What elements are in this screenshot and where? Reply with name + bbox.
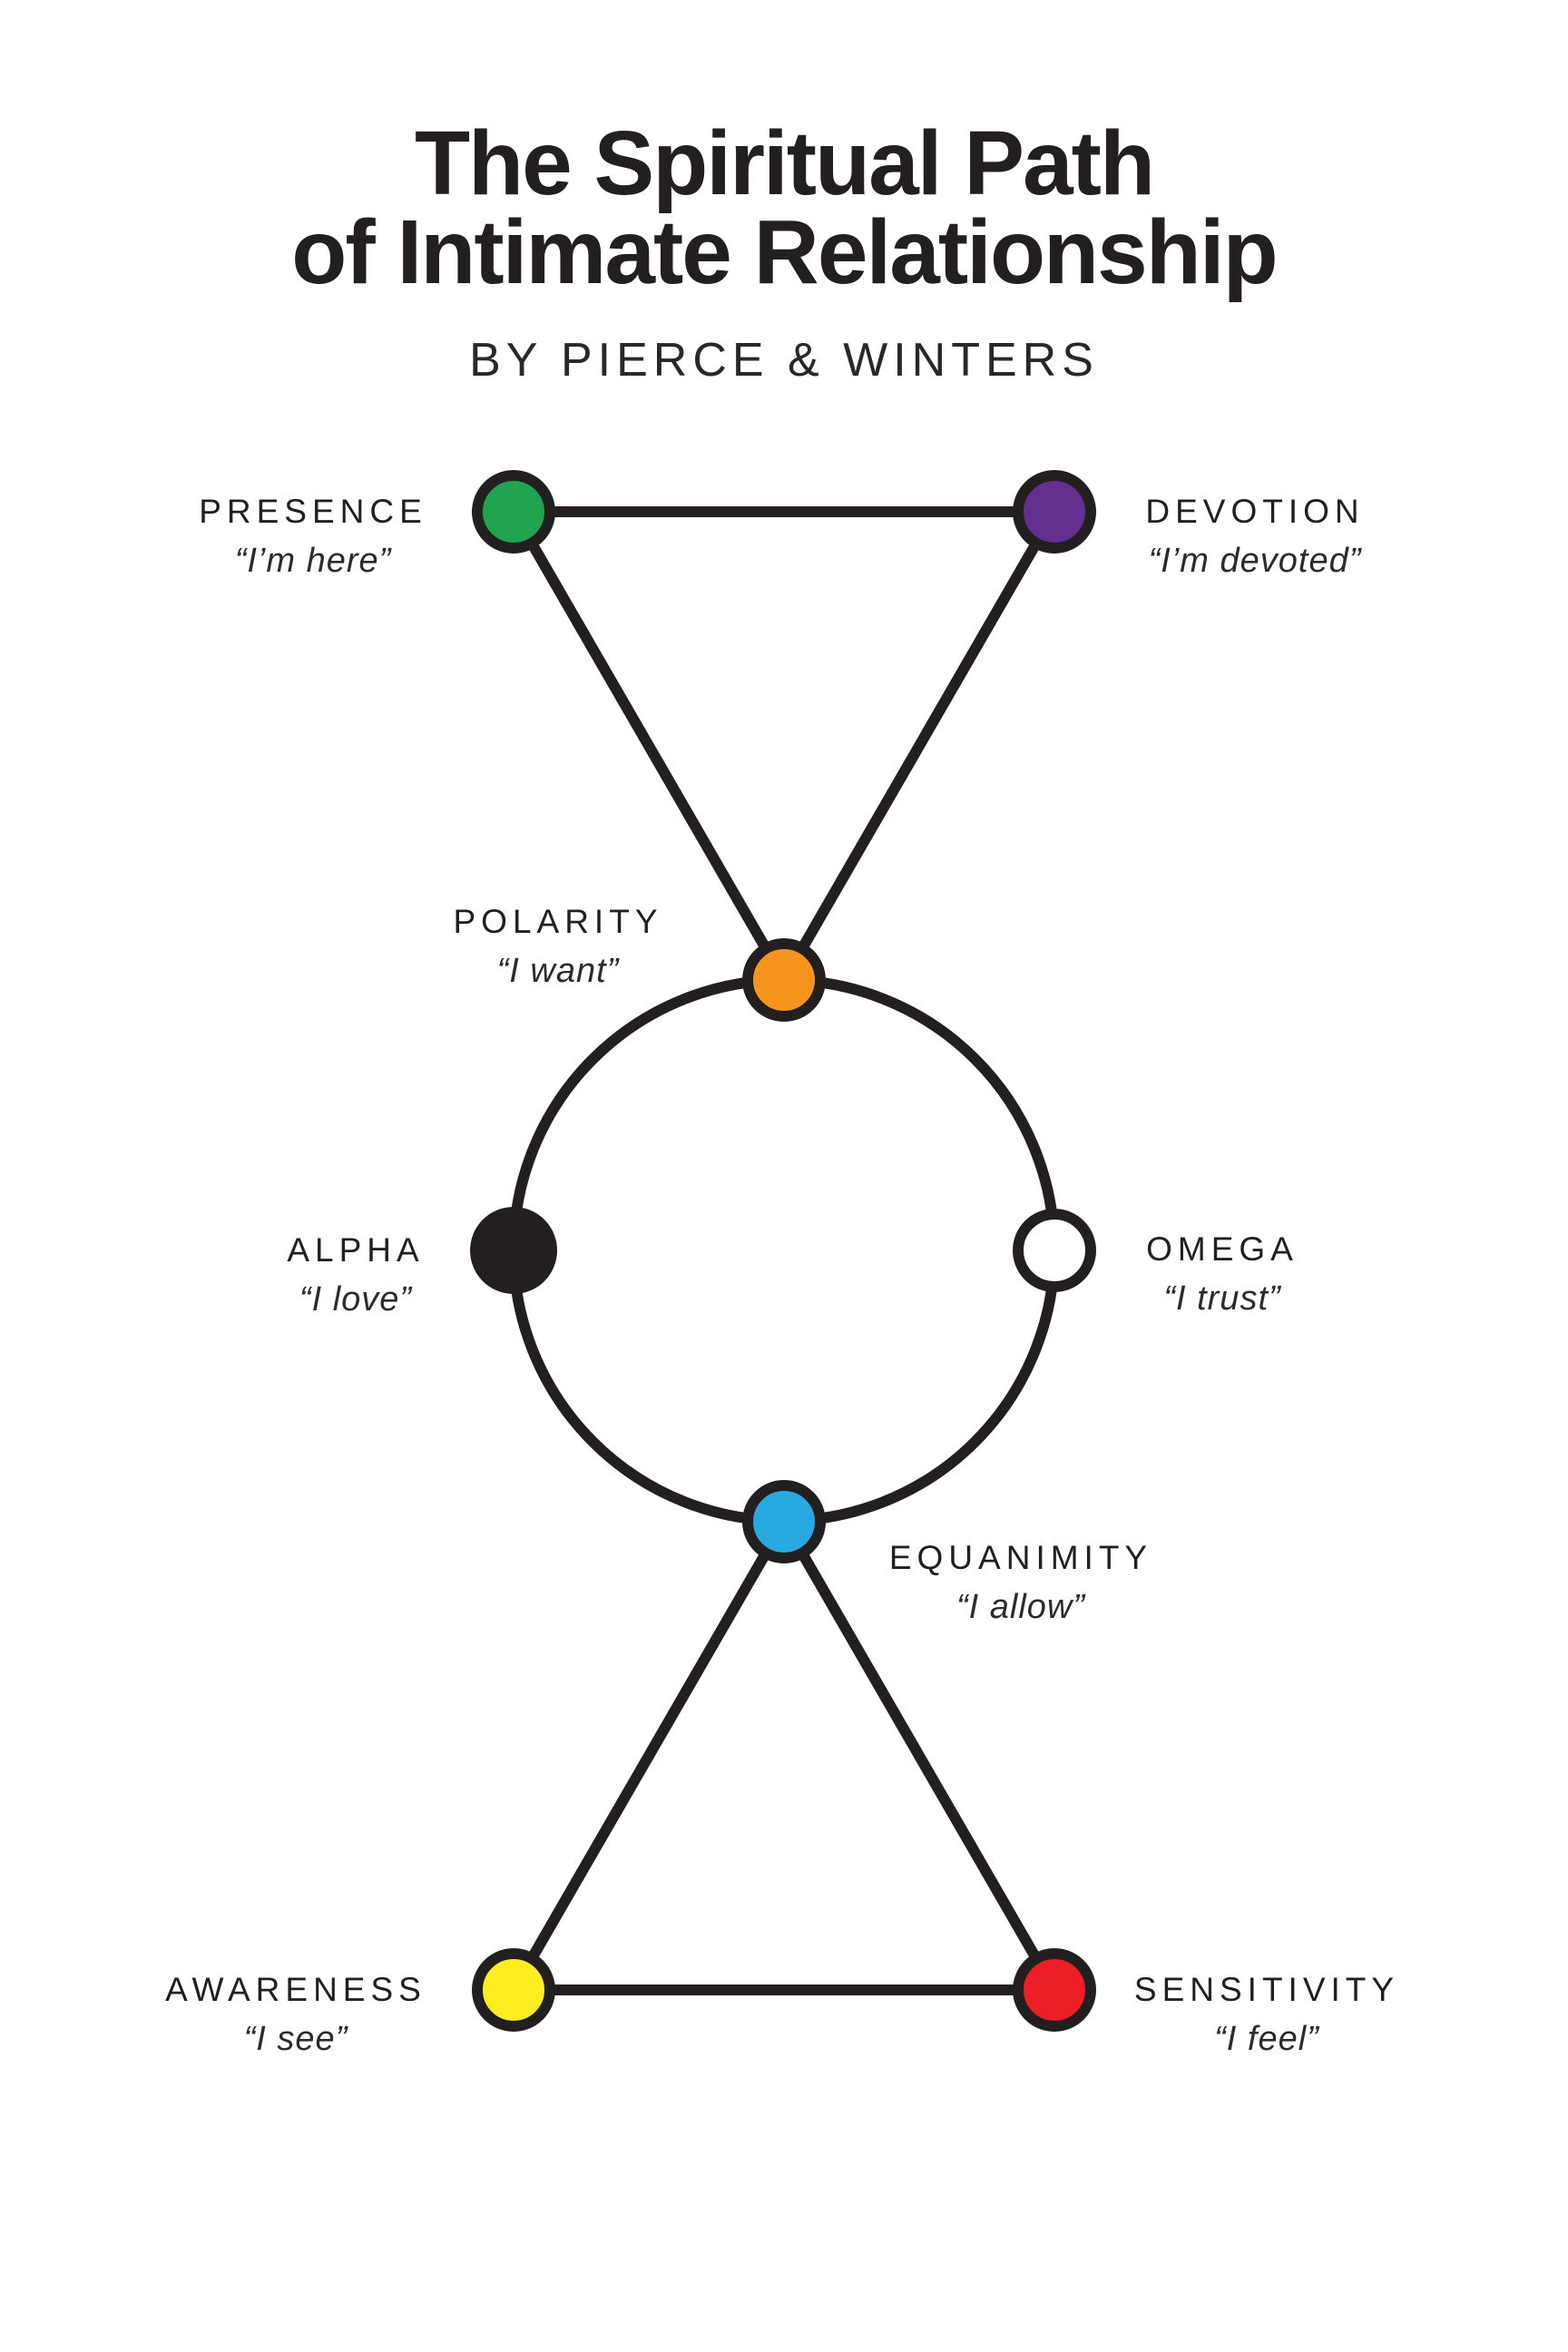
omega-quote: “I trust” [1163,1279,1281,1318]
diagram-dots [470,470,1096,2032]
equanimity-label: EQUANIMITY “I allow” [889,1533,1152,1632]
bottom-triangle-right-edge [779,1516,1060,1995]
equanimity-quote: “I allow” [956,1588,1086,1626]
awareness-label: AWARENESS “I see” [165,1965,426,2064]
diagram-edges [508,506,1060,1995]
sensitivity-quote: “I feel” [1214,2020,1319,2058]
polarity-quote: “I want” [496,952,620,990]
equanimity-name: EQUANIMITY [888,1539,1153,1576]
page-title: The Spiritual Path of Intimate Relations… [0,113,1568,303]
devotion-quote: “I’m devoted” [1148,542,1362,580]
awareness-name: AWARENESS [165,1971,426,2008]
top-triangle-left-edge [508,506,789,985]
devotion-name: DEVOTION [1145,493,1365,530]
sensitivity-name: SENSITIVITY [1133,1971,1400,2008]
alpha-label: ALPHA “I love” [287,1225,424,1325]
equanimity-dot [742,1480,826,1563]
omega-name: OMEGA [1146,1230,1298,1268]
alpha-name: ALPHA [287,1231,425,1269]
page-title-line1: The Spiritual Path [414,113,1155,214]
top-triangle-right-edge [779,506,1060,985]
presence-dot [472,470,555,554]
polarity-dot [742,938,826,1022]
sensitivity-dot [1013,1948,1096,2032]
devotion-dot [1013,470,1096,554]
bottom-triangle-left-edge [508,1516,789,1995]
awareness-quote: “I see” [243,2020,348,2058]
presence-quote: “I’m here” [234,542,392,580]
awareness-dot [472,1948,555,2032]
polarity-label: POLARITY “I want” [454,897,663,996]
page-title-line2: of Intimate Relationship [291,201,1278,303]
sensitivity-label: SENSITIVITY “I feel” [1134,1965,1399,2064]
center-ring [508,975,1060,1526]
alpha-dot [470,1207,557,1294]
alpha-quote: “I love” [299,1280,413,1318]
presence-name: PRESENCE [199,493,427,530]
omega-label: OMEGA “I trust” [1146,1224,1298,1324]
presence-label: PRESENCE “I’m here” [199,486,427,586]
devotion-label: DEVOTION “I’m devoted” [1145,486,1364,586]
byline: BY PIERCE & WINTERS [469,334,1099,387]
polarity-name: POLARITY [453,903,663,940]
omega-dot [1013,1209,1096,1292]
